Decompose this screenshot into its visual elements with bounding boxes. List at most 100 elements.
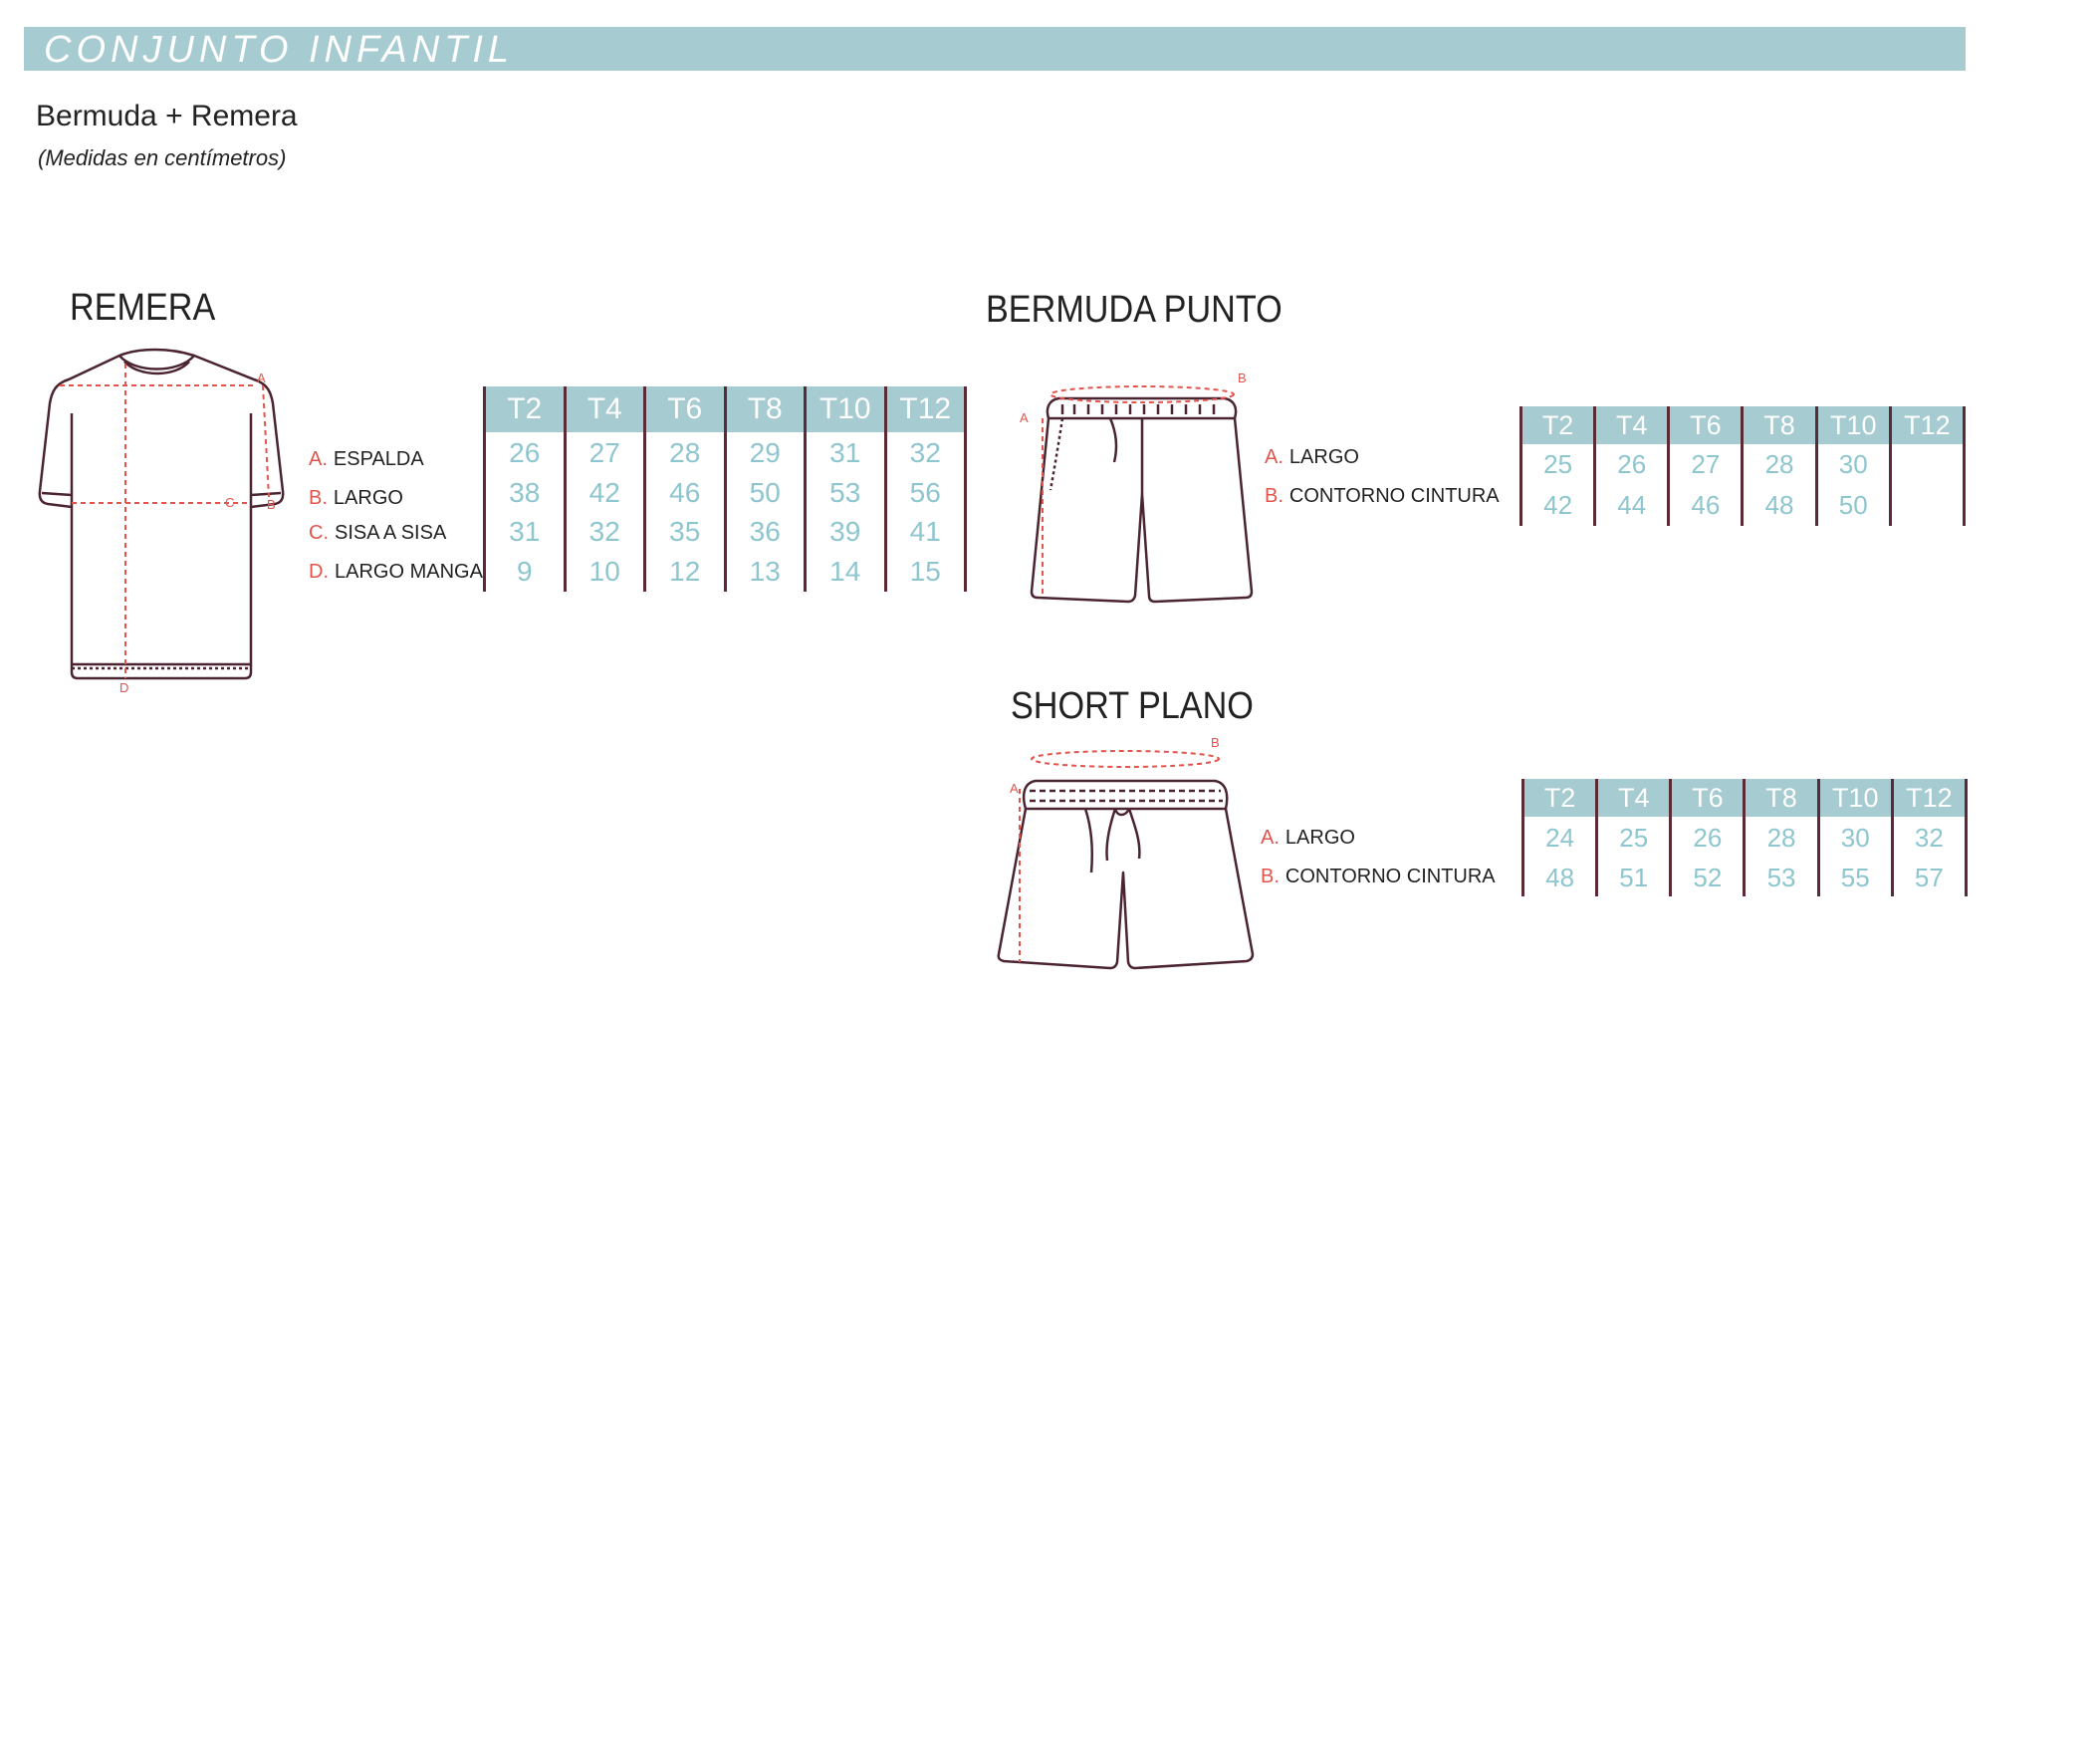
size-header: T10 [1814,406,1891,444]
table-cell: 29 [723,432,806,474]
table-cell: 26 [1593,444,1669,484]
legend-label: CONTORNO CINTURA [1288,485,1500,507]
table-cell: 27 [563,432,645,474]
bermuda-title: BERMUDA PUNTO [986,289,1283,331]
short-title: SHORT PLANO [1011,685,1254,727]
table-cell: 48 [1741,484,1817,526]
size-header: T8 [1743,779,1819,817]
table-cell: 44 [1593,484,1669,526]
point-label-b: B [1211,737,1220,750]
table-cell: 50 [723,474,806,512]
table-row: 38 42 46 50 53 56 [483,474,967,512]
size-header: T12 [883,386,967,432]
table-cell: 32 [563,512,645,552]
table-cell: 13 [723,552,806,592]
short-diagram: B A [997,737,1255,970]
table-cell: 26 [483,432,565,474]
legend-letter: C. [309,522,329,544]
size-header-row: T2 T4 T6 T8 T10 T12 [1520,779,1969,817]
table-row: 9 10 12 13 14 15 [483,552,967,592]
table-cell: 28 [1743,817,1819,859]
legend-item: A.LARGO [1265,446,1359,469]
table-cell: 31 [483,512,565,552]
table-cell: 39 [804,512,885,552]
legend-label: ESPALDA [333,448,424,470]
remera-size-table: T2 T4 T6 T8 T10 T12 26 27 28 29 31 32 38… [483,386,967,592]
size-header: T12 [1890,779,1969,817]
banner-title: CONJUNTO INFANTIL [44,29,515,71]
table-cell: 50 [1814,484,1891,526]
size-header: T8 [1741,406,1817,444]
table-cell: 56 [883,474,967,512]
table-cell: 30 [1814,444,1891,484]
size-header: T4 [563,386,645,432]
table-cell [1888,484,1967,526]
size-header: T10 [1816,779,1893,817]
table-cell: 14 [804,552,885,592]
size-header: T2 [483,386,565,432]
size-header: T2 [1520,779,1597,817]
legend-letter: B. [1265,485,1283,507]
size-header-row: T2 T4 T6 T8 T10 T12 [1518,406,1967,444]
table-row: 42 44 46 48 50 [1518,484,1967,526]
size-header: T10 [804,386,885,432]
table-cell: 24 [1520,817,1597,859]
legend-letter: A. [309,448,328,470]
legend-item: A.ESPALDA [309,448,424,471]
table-cell: 32 [1890,817,1969,859]
table-cell: 25 [1518,444,1595,484]
tshirt-diagram: A B C D [38,348,285,695]
legend-letter: D. [309,561,329,583]
point-label-d: D [119,680,128,695]
table-row: 24 25 26 28 30 32 [1520,817,1969,859]
legend-letter: B. [1261,866,1280,887]
table-cell: 10 [563,552,645,592]
table-row: 26 27 28 29 31 32 [483,432,967,474]
legend-item: C. SISA A SISA [309,522,446,545]
table-cell: 41 [883,512,967,552]
bermuda-size-table: T2 T4 T6 T8 T10 T12 25 26 27 28 30 42 44… [1518,406,1967,526]
table-cell: 53 [804,474,885,512]
table-cell: 51 [1595,859,1671,896]
title-banner: CONJUNTO INFANTIL [24,27,1966,71]
table-cell: 26 [1669,817,1745,859]
table-cell: 27 [1667,444,1743,484]
size-header: T2 [1518,406,1595,444]
table-row: 48 51 52 53 55 57 [1520,859,1969,896]
size-header: T4 [1593,406,1669,444]
table-cell: 55 [1816,859,1893,896]
table-row: 31 32 35 36 39 41 [483,512,967,552]
table-cell: 36 [723,512,806,552]
short-size-table: T2 T4 T6 T8 T10 T12 24 25 26 28 30 32 48… [1520,779,1969,896]
table-cell: 30 [1816,817,1893,859]
table-cell: 35 [643,512,725,552]
point-label-a: A [1010,781,1019,796]
table-cell: 52 [1669,859,1745,896]
table-cell: 25 [1595,817,1671,859]
legend-item: B.CONTORNO CINTURA [1265,485,1500,508]
point-label-a: A [1020,410,1029,425]
legend-label: LARGO [1284,827,1355,849]
table-cell: 38 [483,474,565,512]
table-cell: 31 [804,432,885,474]
point-label-b: B [267,497,276,512]
size-header-row: T2 T4 T6 T8 T10 T12 [483,386,967,432]
legend-item: B.CONTORNO CINTURA [1261,866,1496,888]
legend-letter: A. [1265,446,1283,468]
table-cell: 48 [1520,859,1597,896]
table-cell: 42 [1518,484,1595,526]
table-cell: 57 [1890,859,1969,896]
table-cell: 15 [883,552,967,592]
legend-label: SISA A SISA [335,522,447,544]
table-cell: 32 [883,432,967,474]
point-label-b: B [1238,371,1247,385]
legend-label: LARGO MANGA [335,561,483,583]
remera-title: REMERA [70,287,216,329]
size-header: T6 [643,386,725,432]
units-note: (Medidas en centímetros) [38,145,287,170]
size-header: T4 [1595,779,1671,817]
table-cell: 9 [483,552,565,592]
product-subtitle: Bermuda + Remera [36,100,298,132]
table-cell: 28 [643,432,725,474]
legend-item: A.LARGO [1261,827,1355,850]
